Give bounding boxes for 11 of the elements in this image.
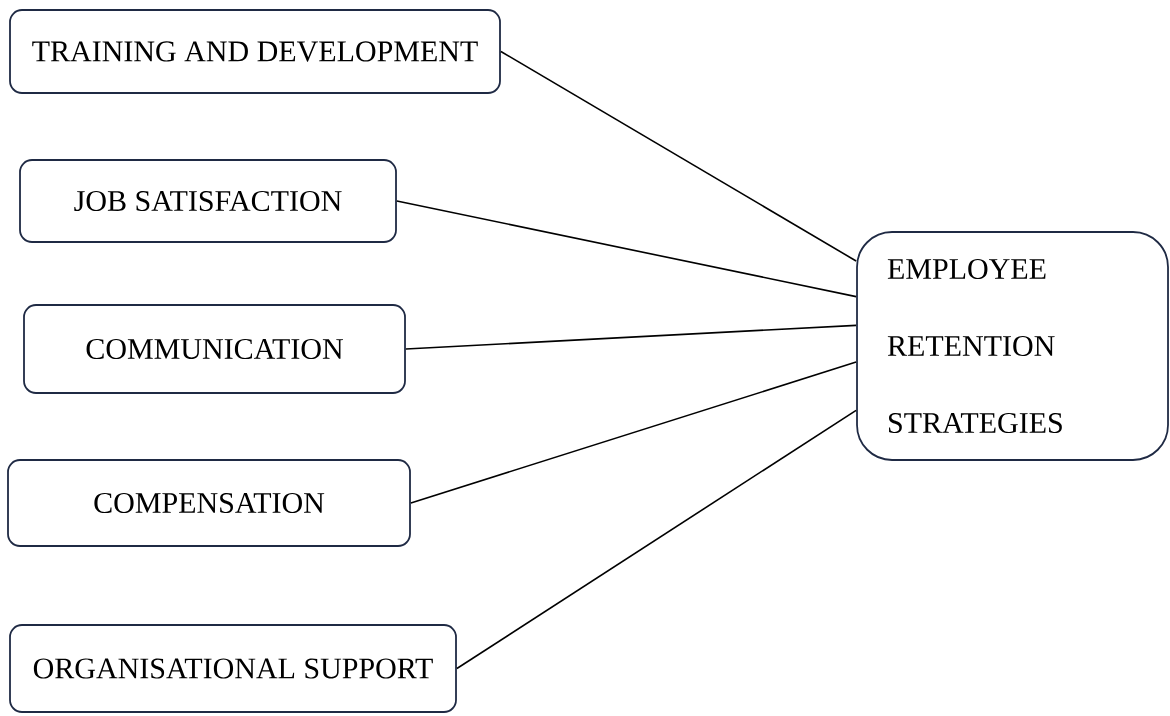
process-box: COMMUNICATION — [23, 304, 406, 394]
connector-line — [396, 200, 857, 298]
outcome-box: EMPLOYEE RETENTION STRATEGIES — [856, 231, 1169, 461]
connector-line — [405, 324, 857, 350]
process-box: ORGANISATIONAL SUPPORT — [9, 624, 457, 713]
process-box: TRAINING AND DEVELOPMENT — [9, 9, 501, 94]
connector-line — [456, 409, 857, 670]
connector-line — [500, 50, 857, 262]
process-box: JOB SATISFACTION — [19, 159, 397, 243]
process-box: COMPENSATION — [7, 459, 411, 547]
connector-line — [410, 361, 857, 504]
